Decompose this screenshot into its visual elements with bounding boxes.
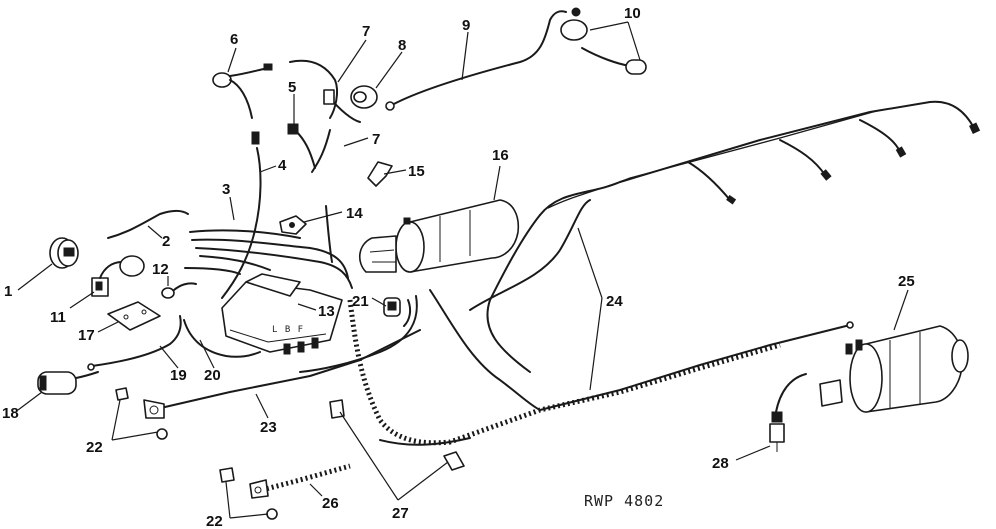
oil-pressure-switch-28: [769, 373, 807, 452]
callout-22-lower: 22: [206, 513, 223, 529]
callout-24: 24: [606, 293, 623, 310]
callout-12: 12: [152, 261, 169, 278]
indicator-lamp-6: [212, 63, 273, 119]
connector-11: [91, 255, 145, 297]
connector-18: [37, 371, 99, 395]
wire-20: [183, 319, 261, 358]
wire-4: [221, 147, 262, 299]
callout-7-upper: 7: [362, 23, 370, 40]
callout-22-upper: 22: [86, 439, 103, 456]
regulator-terminal-marks: L B F: [272, 325, 304, 335]
voltage-regulator-13: L B F: [221, 273, 343, 355]
callout-28: 28: [712, 455, 729, 472]
callout-27: 27: [392, 505, 409, 522]
leader-lines: [17, 21, 909, 519]
callout-8: 8: [398, 37, 406, 54]
callout-7-lower: 7: [372, 131, 380, 148]
mounting-plate-17: [107, 301, 161, 331]
callout-4: 4: [278, 157, 287, 174]
callout-26: 26: [322, 495, 339, 512]
battery-cable-23: [143, 329, 421, 419]
main-wiring-harness: [347, 100, 981, 446]
callout-25: 25: [898, 273, 915, 290]
bracket-14: [279, 205, 333, 263]
ignition-switch: [49, 237, 79, 269]
light-socket-8: [350, 85, 378, 109]
callout-2: 2: [162, 233, 170, 250]
callout-16: 16: [492, 147, 509, 164]
wire-9: [385, 10, 567, 111]
alternator-25: [819, 325, 969, 413]
callout-13: 13: [318, 303, 335, 320]
callout-9: 9: [462, 17, 470, 34]
wire-4-connector: [251, 131, 260, 145]
harness-clamps-27: [329, 399, 465, 471]
wire-19: [91, 315, 182, 367]
callout-14: 14: [346, 205, 363, 222]
reference-code: RWP 4802: [584, 492, 664, 510]
grommet-12: [161, 282, 197, 299]
callout-5: 5: [288, 79, 296, 96]
callout-1: 1: [4, 283, 12, 300]
callout-18: 18: [2, 405, 19, 422]
callout-10: 10: [624, 5, 641, 22]
starting-motor-16: [359, 199, 520, 273]
callout-17: 17: [78, 327, 95, 344]
callout-19: 19: [170, 367, 187, 384]
ground-strap-26: [249, 463, 351, 499]
callout-numbers: 1 2 3 4 5 6 7 7 8 9 10 11 12 13 14 15 16…: [2, 5, 915, 529]
callout-3: 3: [222, 181, 230, 198]
callout-15: 15: [408, 163, 425, 180]
lead-wires-3: [184, 229, 353, 289]
light-wiring-5-7: [287, 59, 361, 173]
callout-20: 20: [204, 367, 221, 384]
bolt-22-upper: [115, 387, 168, 440]
wire-19-terminal: [87, 363, 95, 371]
wire-2: [107, 210, 189, 239]
callout-21: 21: [352, 293, 369, 310]
fuse-holder-21: [299, 295, 418, 373]
bolt-22-lower: [219, 467, 278, 520]
clip-15: [367, 161, 393, 187]
callout-11: 11: [50, 309, 66, 326]
sender-unit-10: [560, 7, 647, 75]
callout-6: 6: [230, 31, 238, 48]
callout-23: 23: [260, 419, 277, 436]
